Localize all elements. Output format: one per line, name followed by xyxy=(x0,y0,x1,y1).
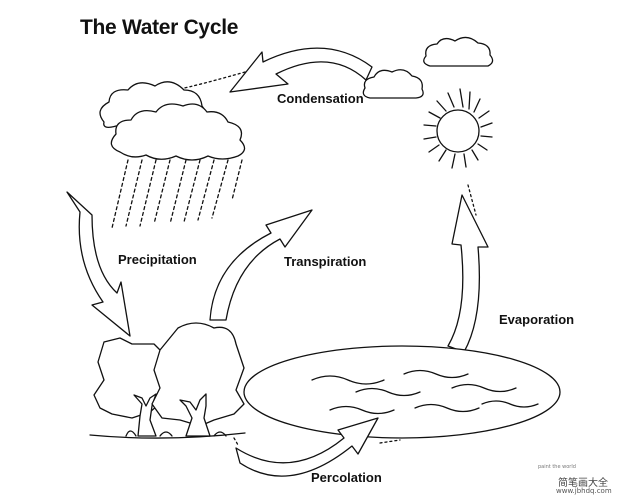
bushes xyxy=(125,430,227,437)
tree-icon xyxy=(151,322,245,427)
cloud-icon xyxy=(423,36,494,67)
water-waves xyxy=(311,369,539,415)
condensation-arrow xyxy=(229,47,373,93)
tree-trunk xyxy=(133,393,157,437)
sun-icon xyxy=(423,88,493,169)
condensation-label: Condensation xyxy=(277,91,364,106)
watermark-tagline: paint the world xyxy=(538,464,576,470)
precipitation-arrow xyxy=(66,191,131,337)
watermark-site-url: www.jbhdq.com xyxy=(556,487,612,495)
rain-drops xyxy=(111,159,243,229)
percolation-arrow xyxy=(235,417,379,477)
percolation-label: Percolation xyxy=(311,470,382,485)
page-title: The Water Cycle xyxy=(80,16,239,39)
cloud-icon xyxy=(362,69,424,99)
lake xyxy=(243,345,561,439)
transpiration-label: Transpiration xyxy=(284,254,367,269)
watermark-site-name: 简笔画大全 xyxy=(558,478,608,489)
tree-trunk xyxy=(179,393,211,437)
transpiration-arrow xyxy=(209,209,313,321)
evaporation-arrow xyxy=(447,194,489,353)
rain-cloud-icon xyxy=(110,103,246,161)
evaporation-label: Evaporation xyxy=(499,312,575,327)
precipitation-label: Precipitation xyxy=(118,252,197,267)
ground-line xyxy=(89,432,246,439)
